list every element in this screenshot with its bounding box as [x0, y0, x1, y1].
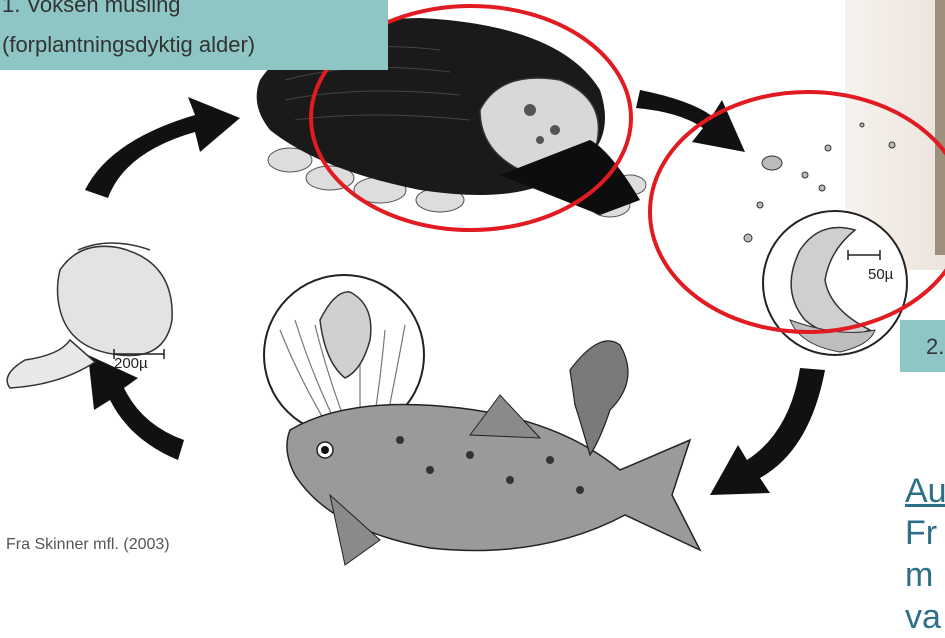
stage2-label: 2.: [900, 320, 945, 372]
side-text-line2: Fr: [905, 512, 945, 554]
scale-bar-label-right: 50µ: [868, 266, 893, 283]
source-credit: Fra Skinner mfl. (2003): [6, 536, 170, 554]
glochidia-stage: [744, 123, 907, 355]
side-text-line4: va: [905, 596, 945, 638]
scale-bar-label-left: 200µ: [114, 355, 148, 372]
stage1-label: 1. Voksen musling (forplantningsdyktig a…: [0, 0, 388, 70]
side-text-link[interactable]: Au: [905, 470, 945, 512]
stage2-label-text: 2.: [926, 334, 944, 360]
diagram-canvas: [0, 0, 945, 574]
side-text-block: Au Fr m va: [905, 470, 945, 638]
lifecycle-diagram: 1. Voksen musling (forplantningsdyktig a…: [0, 0, 945, 574]
arrow-top-right: [636, 90, 745, 152]
arrow-bottom-right: [710, 368, 825, 495]
side-text-line3: m: [905, 554, 945, 596]
stage1-label-line2: (forplantningsdyktig alder): [2, 30, 255, 60]
arrow-top-left: [85, 97, 240, 198]
stage1-label-line1: 1. Voksen musling: [2, 0, 181, 20]
